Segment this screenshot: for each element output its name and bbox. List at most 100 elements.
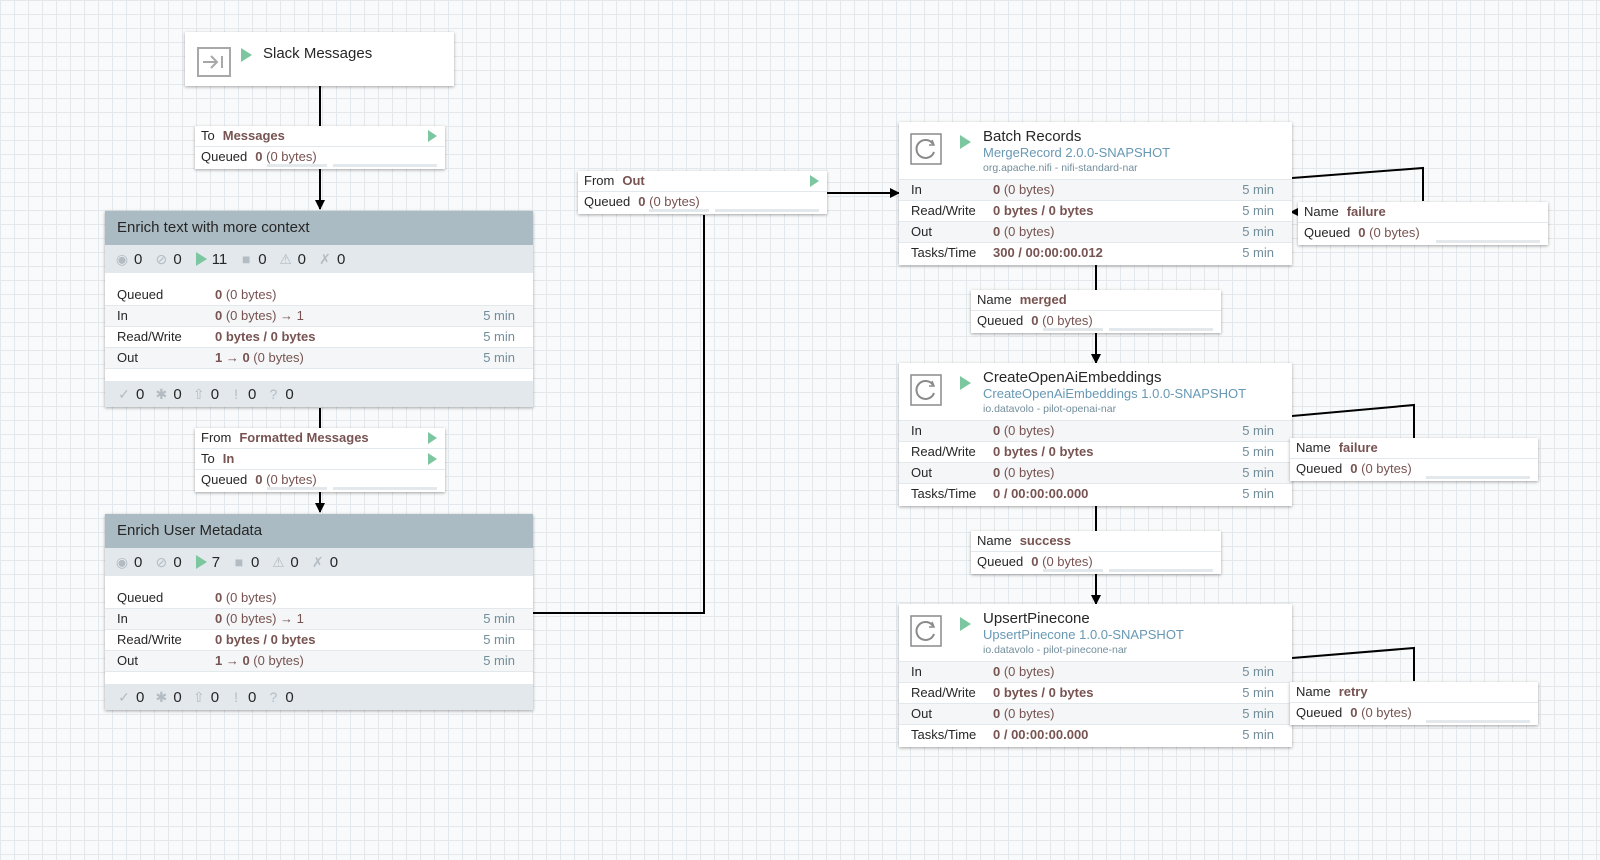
conn-queued-count: 0 bbox=[1358, 225, 1366, 240]
process-group-status-bar: ◉0 ⊘0 11 ■0 ⚠0 ✗0 bbox=[105, 245, 533, 273]
stat-time: 5 min bbox=[1242, 182, 1274, 197]
stat-label: Tasks/Time bbox=[911, 245, 977, 260]
conn-queued-count: 0 bbox=[1350, 705, 1358, 720]
stale-icon: ⇧ bbox=[192, 689, 205, 705]
queue-bar-left bbox=[267, 487, 327, 490]
processor-upsert-pinecone[interactable]: UpsertPinecone UpsertPinecone 1.0.0-SNAP… bbox=[899, 604, 1292, 747]
queue-bar bbox=[333, 487, 437, 490]
conn-queued-label: Queued bbox=[977, 313, 1024, 328]
processor-icon bbox=[910, 133, 942, 165]
conn-to-label: To bbox=[201, 451, 215, 466]
stat-label: In bbox=[911, 664, 922, 679]
stat-time: 5 min bbox=[1242, 224, 1274, 239]
stat-value: (0 bytes) bbox=[222, 590, 277, 605]
processor-batch-records[interactable]: Batch Records MergeRecord 2.0.0-SNAPSHOT… bbox=[899, 122, 1292, 265]
stat-value-bold: 1 → 0 bbox=[215, 653, 250, 668]
queue-bar bbox=[1109, 328, 1213, 331]
processor-type: CreateOpenAiEmbeddings 1.0.0-SNAPSHOT bbox=[983, 386, 1247, 401]
running-status-icon bbox=[960, 376, 971, 390]
stat-time: 5 min bbox=[483, 308, 515, 323]
stat-label: Out bbox=[911, 465, 932, 480]
conn-queued-bytes: (0 bytes) bbox=[266, 149, 317, 164]
stat-value-bold: 1 → 0 bbox=[215, 350, 250, 365]
stat-time: 5 min bbox=[1242, 727, 1274, 742]
stat-label: In bbox=[911, 423, 922, 438]
stopped-count: 0 bbox=[251, 553, 260, 571]
processor-icon bbox=[910, 374, 942, 406]
running-status-icon bbox=[960, 135, 971, 149]
conn-queued-bytes: (0 bytes) bbox=[1042, 554, 1093, 569]
conn-name-value: success bbox=[1019, 533, 1072, 548]
stat-time: 5 min bbox=[1242, 423, 1274, 438]
conn-queued-bytes: (0 bytes) bbox=[649, 194, 700, 209]
stat-value: (0 bytes) → 1 bbox=[222, 611, 304, 626]
transmitting-count: 0 bbox=[134, 250, 143, 268]
stat-value-bold: 0 bbox=[215, 611, 223, 626]
stat-time: 5 min bbox=[483, 653, 515, 668]
conn-queued-label: Queued bbox=[584, 194, 631, 209]
stat-value-bold: 0 bytes / 0 bytes bbox=[993, 685, 1094, 700]
stat-value: (0 bytes) bbox=[1000, 465, 1055, 480]
stopped-count: 0 bbox=[258, 250, 267, 268]
conn-queued-bytes: (0 bytes) bbox=[1361, 705, 1412, 720]
process-group-enrich-text[interactable]: Enrich text with more context ◉0 ⊘0 11 ■… bbox=[105, 211, 533, 407]
input-port-name: Slack Messages bbox=[263, 45, 373, 62]
stat-value: (0 bytes) bbox=[249, 350, 304, 365]
conn-queued-count: 0 bbox=[1031, 313, 1039, 328]
sync-failure-icon: ! bbox=[234, 689, 238, 705]
stat-label: Read/Write bbox=[117, 632, 182, 647]
running-status-icon bbox=[428, 432, 437, 444]
disabled-count: 0 bbox=[329, 553, 339, 571]
up-to-date-icon: ✓ bbox=[118, 689, 130, 705]
transmitting-count: 0 bbox=[134, 553, 143, 571]
conn-name-value: retry bbox=[1338, 684, 1368, 699]
conn-name-label: Name bbox=[1296, 440, 1331, 455]
stat-value: (0 bytes) bbox=[1000, 423, 1055, 438]
up-to-date-icon: ✓ bbox=[118, 386, 130, 402]
running-status-icon bbox=[241, 48, 252, 62]
conn-to-value: In bbox=[222, 451, 235, 466]
stat-time: 5 min bbox=[1242, 664, 1274, 679]
processor-create-openai-embeddings[interactable]: CreateOpenAiEmbeddings CreateOpenAiEmbed… bbox=[899, 363, 1292, 506]
locally-modified-count: 0 bbox=[173, 688, 182, 706]
stat-label: Read/Write bbox=[911, 685, 976, 700]
stat-value: (0 bytes) bbox=[222, 287, 277, 302]
input-port-slack-messages[interactable]: Slack Messages bbox=[185, 32, 454, 86]
stat-value-bold: 0 bbox=[215, 308, 223, 323]
process-group-enrich-user-metadata[interactable]: Enrich User Metadata ◉0 ⊘0 7 ■0 ⚠0 ✗0 Qu… bbox=[105, 514, 533, 710]
invalid-count: 0 bbox=[290, 553, 299, 571]
stat-value: (0 bytes) bbox=[1000, 706, 1055, 721]
conn-queued-label: Queued bbox=[201, 472, 248, 487]
running-status-icon bbox=[960, 617, 971, 631]
queue-bar-left bbox=[649, 209, 709, 212]
stat-time: 5 min bbox=[1242, 444, 1274, 459]
locally-modified-count: 0 bbox=[173, 385, 182, 403]
stat-label: In bbox=[117, 611, 128, 626]
sync-failure-count: 0 bbox=[248, 688, 257, 706]
processor-icon bbox=[910, 615, 942, 647]
stat-label: Out bbox=[117, 653, 138, 668]
stat-value-bold: 0 bytes / 0 bytes bbox=[215, 632, 316, 647]
